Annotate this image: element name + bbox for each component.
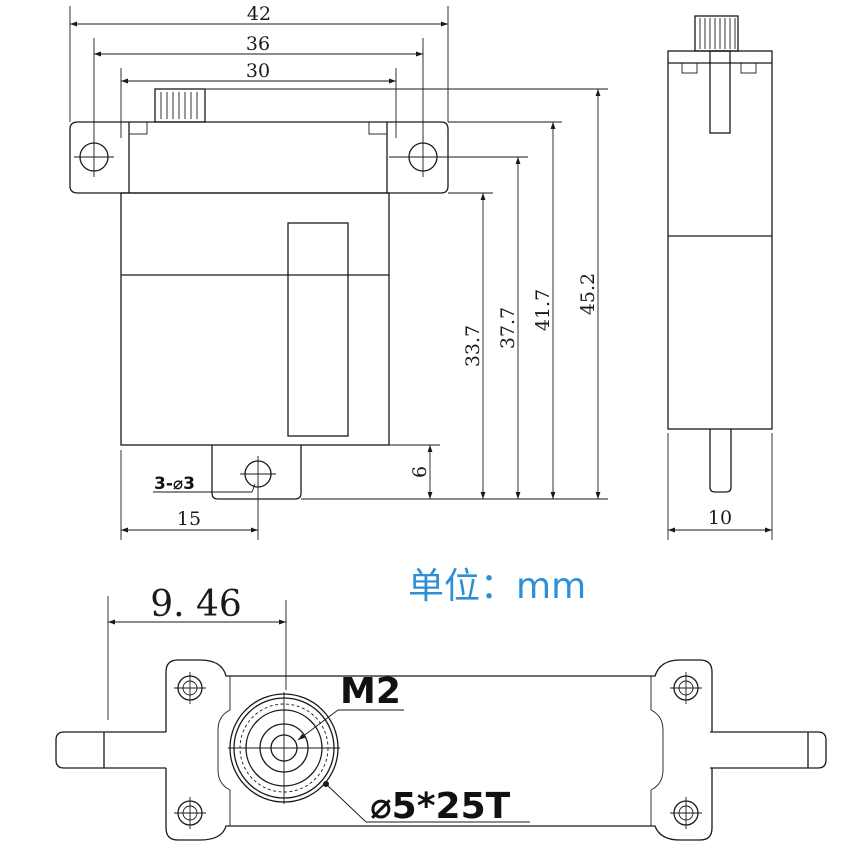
unit-label: 单位：mm [408,566,586,607]
bottom-inner-outline [217,676,664,826]
bottom-tab-left [55,731,166,769]
bottom-body-outline [165,659,713,841]
servo-body-side [667,50,773,493]
svg-text:33.7: 33.7 [462,325,484,367]
dim-30: 30 [120,60,396,84]
servo-body-front [120,122,390,446]
side-view: 10 [667,15,773,540]
svg-text:42: 42 [247,3,271,25]
dim-9-46: 9. 46 [107,584,287,720]
extension-lines [69,6,608,540]
bottom-tab-right [710,731,827,769]
corner-hole-tr [670,672,702,704]
svg-text:15: 15 [177,508,201,530]
svg-text:37.7: 37.7 [497,307,519,349]
output-gear-front [154,88,206,123]
svg-text:⌀5*25T: ⌀5*25T [370,786,511,827]
spline-callout: ⌀5*25T [323,781,530,827]
output-spline [228,692,340,804]
svg-text:45.2: 45.2 [577,273,599,315]
corner-hole-tl [174,672,206,704]
hole-callout: 3-⌀3 [153,474,256,494]
mounting-flange [69,121,449,194]
svg-text:30: 30 [246,60,270,82]
svg-text:6: 6 [409,466,431,478]
corner-hole-bl [174,797,206,829]
dim-10: 10 [668,507,772,533]
svg-text:36: 36 [246,33,270,55]
bottom-tab [211,445,302,500]
svg-text:M2: M2 [340,671,401,712]
bottom-view: 9. 46 M2 ⌀5*25T [55,584,827,841]
dim-33-7: 33.7 [462,193,486,499]
dim-45-2: 45.2 [577,89,601,499]
output-gear-side [694,15,739,52]
dim-36: 36 [94,33,423,57]
svg-text:9. 46: 9. 46 [150,584,242,625]
corner-hole-br [670,797,702,829]
front-view: 42 36 30 15 45.2 41.7 37.7 33.7 [69,3,608,540]
svg-text:3-⌀3: 3-⌀3 [154,474,195,494]
dim-42: 42 [70,3,448,27]
svg-text:41.7: 41.7 [532,289,554,331]
thread-callout: M2 [297,671,404,741]
dim-41-7: 41.7 [532,121,556,499]
flange-hole-left [74,137,114,177]
dim-6: 6 [409,445,433,499]
svg-text:10: 10 [708,507,732,529]
dim-15: 15 [120,508,258,533]
dim-37-7: 37.7 [497,157,521,499]
